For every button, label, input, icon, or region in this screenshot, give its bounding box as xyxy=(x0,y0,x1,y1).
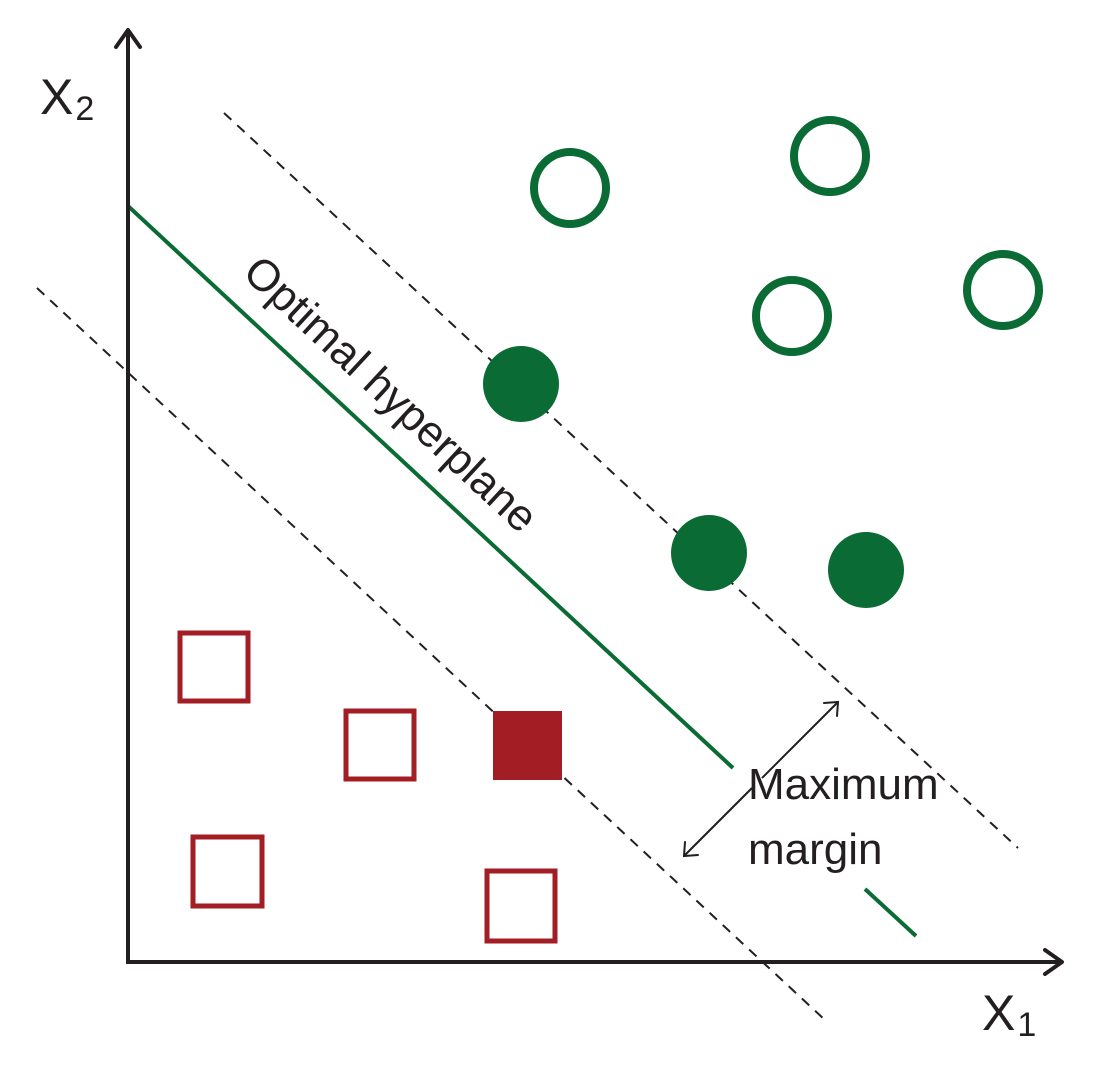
maximum-margin-label-line1: Maximum xyxy=(748,760,939,809)
negative-class-points xyxy=(177,630,558,944)
optimal-hyperplane-line-tail xyxy=(863,887,918,938)
y-axis-arrowhead xyxy=(114,28,142,49)
optimal-hyperplane-line xyxy=(126,204,735,770)
negative-point xyxy=(177,630,251,704)
positive-point xyxy=(530,148,610,228)
negative-point xyxy=(190,834,265,909)
upper-margin-line xyxy=(223,112,1019,849)
negative-point xyxy=(484,868,558,944)
positive-point xyxy=(790,116,870,196)
positive-support-vector xyxy=(483,346,559,422)
x-axis-label-subscript: 1 xyxy=(1017,1006,1036,1044)
y-axis-label-main: X xyxy=(40,69,73,125)
positive-point xyxy=(963,250,1043,330)
positive-support-vector xyxy=(828,532,904,608)
axes xyxy=(114,28,1064,976)
margin-arrow-up-head xyxy=(823,700,840,717)
y-axis-label-subscript: 2 xyxy=(75,90,94,128)
x-axis-label-main: X xyxy=(982,985,1015,1041)
negative-support-vector xyxy=(493,711,562,780)
positive-support-vectors xyxy=(483,346,904,608)
positive-support-vector xyxy=(671,515,747,591)
positive-point xyxy=(752,276,832,356)
margin-arrows xyxy=(682,700,840,858)
maximum-margin-label-line2: margin xyxy=(748,825,883,874)
margin-arrow-down-head xyxy=(682,841,699,858)
margin-arrow-up-shaft xyxy=(761,701,839,779)
x-axis-label: X1 xyxy=(982,985,1036,1044)
negative-point xyxy=(343,708,417,782)
maximum-margin-label: Maximum margin xyxy=(748,760,951,874)
margin-arrow-down-shaft xyxy=(683,787,753,857)
y-axis-label: X2 xyxy=(40,69,94,128)
positive-class-points xyxy=(530,116,1043,356)
x-axis-arrowhead xyxy=(1043,948,1064,976)
